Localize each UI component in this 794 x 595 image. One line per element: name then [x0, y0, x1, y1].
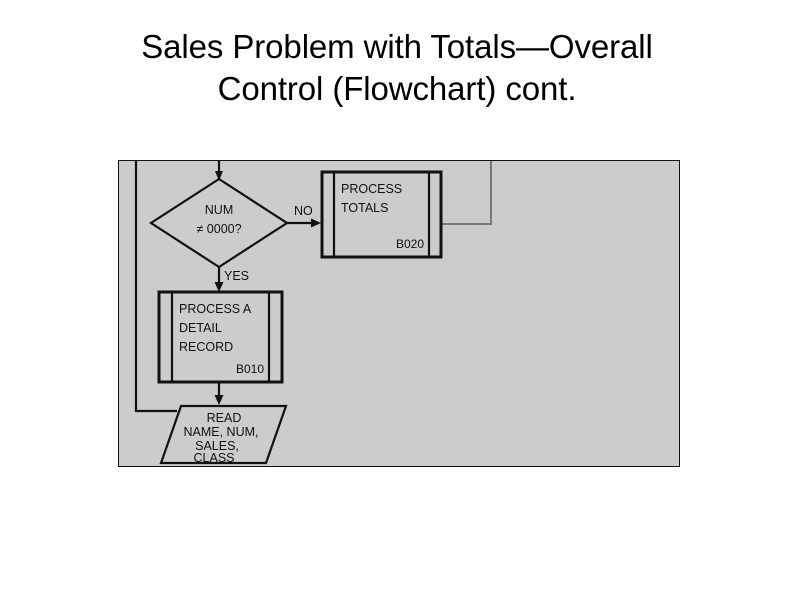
process-detail-line-1: PROCESS A — [179, 302, 252, 316]
arrow-into-decision — [215, 161, 223, 181]
process-detail-ref: B010 — [236, 362, 264, 376]
process-totals-ref: B020 — [396, 237, 424, 251]
read-io-parallelogram: READ NAME, NUM, SALES, CLASS — [159, 404, 288, 465]
page-title-line-2: Control (Flowchart) cont. — [217, 70, 577, 108]
process-detail-box: PROCESS A DETAIL RECORD B010 — [157, 290, 284, 384]
branch-yes: YES — [214, 267, 249, 292]
flowchart-image: NUM ≠ 0000? NO YES PROCESS TOTALS B020 — [118, 160, 680, 467]
process-detail-line-2: DETAIL — [179, 321, 222, 335]
process-detail-line-3: RECORD — [179, 340, 233, 354]
process-totals-line-2: TOTALS — [341, 201, 388, 215]
decision-label-line-2: ≠ 0000? — [196, 222, 241, 236]
connector-loop-left — [134, 161, 177, 413]
page-title: Sales Problem with Totals—Overall Contro… — [36, 26, 758, 110]
process-totals-box: PROCESS TOTALS B020 — [320, 170, 443, 259]
process-totals-line-1: PROCESS — [341, 182, 402, 196]
decision-diamond: NUM ≠ 0000? — [148, 177, 290, 269]
connector-totals-return — [441, 161, 492, 225]
branch-no-label: NO — [294, 204, 313, 218]
read-io-line-2: NAME, NUM, — [184, 425, 259, 439]
branch-yes-label: YES — [224, 269, 249, 283]
page-title-line-1: Sales Problem with Totals—Overall — [141, 28, 653, 65]
branch-no: NO — [287, 204, 321, 228]
decision-label-line-1: NUM — [205, 203, 233, 217]
flowchart-diagram: NUM ≠ 0000? NO YES PROCESS TOTALS B020 — [134, 161, 492, 465]
read-io-line-1: READ — [207, 411, 242, 425]
read-io-line-4: CLASS — [194, 451, 235, 465]
read-io-line-3: SALES, — [195, 439, 239, 453]
arrow-detail-to-read — [214, 382, 224, 405]
